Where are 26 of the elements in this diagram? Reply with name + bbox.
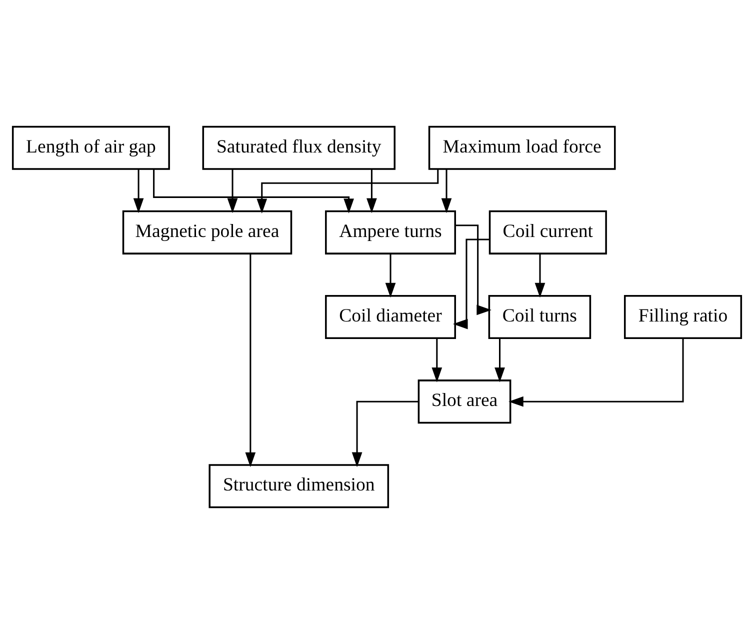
arrow xyxy=(352,400,419,468)
node-box: Ampere turns xyxy=(325,210,456,254)
arrow xyxy=(494,338,505,382)
arrow xyxy=(455,224,492,316)
node-box: Magnetic pole area xyxy=(122,210,292,254)
node-box: Slot area xyxy=(418,380,512,424)
arrow xyxy=(133,169,144,214)
arrow xyxy=(153,169,354,214)
node-box: Saturated flux density xyxy=(202,126,396,170)
node-box: Length of air gap xyxy=(12,126,170,170)
arrow xyxy=(432,338,442,382)
node-box: Structure dimension xyxy=(208,464,390,508)
node-box: Coil current xyxy=(488,210,607,254)
arrow xyxy=(245,254,256,468)
arrow xyxy=(256,169,439,214)
arrow xyxy=(227,169,238,214)
node-box: Coil diameter xyxy=(325,294,456,340)
arrow xyxy=(508,338,684,407)
arrow xyxy=(366,169,377,214)
arrow xyxy=(385,254,396,298)
arrow xyxy=(452,238,490,330)
node-box: Filling ratio xyxy=(624,294,742,340)
arrow xyxy=(441,169,452,214)
arrow xyxy=(534,254,546,298)
node-box: Maximum load force xyxy=(428,126,616,170)
node-box: Coil turns xyxy=(488,294,592,340)
